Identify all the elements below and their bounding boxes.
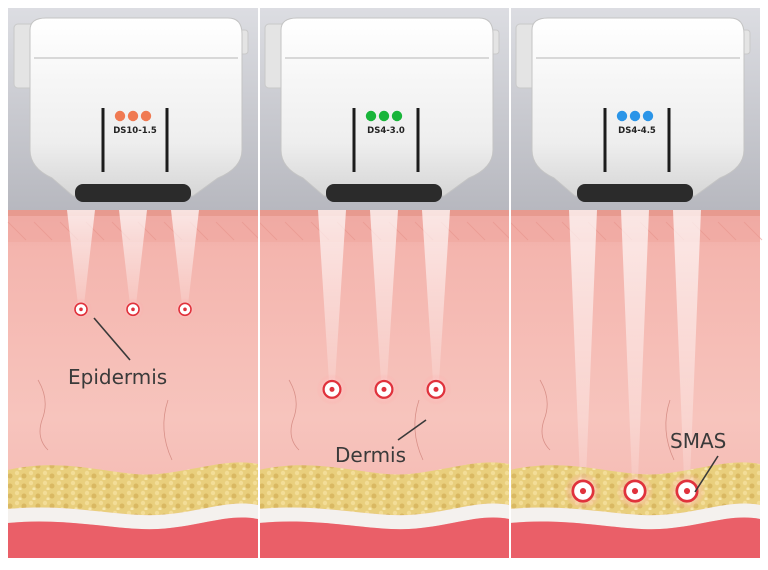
ultrasound-beam: [673, 210, 701, 492]
ultrasound-beam: [621, 210, 649, 492]
skin-texture: [665, 399, 675, 461]
skin-texture: [717, 221, 737, 241]
skin-texture: [539, 379, 551, 451]
cartridge-device: DS4-4.5: [515, 17, 751, 202]
cartridge-body: [29, 17, 243, 197]
fat-layer: [259, 462, 509, 516]
skin-texture: [37, 379, 49, 451]
skin-texture: [509, 221, 529, 241]
transducer-window: [577, 184, 693, 202]
indicator-dot: [114, 110, 126, 122]
panel-3: DS4-4.5: [509, 8, 763, 558]
callout-line: [397, 419, 427, 441]
ultrasound-beam: [569, 210, 597, 492]
skin-cross-section: [258, 210, 512, 558]
cartridge-label: DS10-1.5: [113, 126, 157, 136]
skin-texture: [241, 221, 261, 241]
smas-membrane: [8, 503, 258, 530]
cartridge-label: DS4-3.0: [367, 126, 405, 136]
indicator-dot: [365, 110, 377, 122]
indicator-dot: [378, 110, 390, 122]
layer-callout: Dermis: [335, 419, 427, 467]
panel-divider: [258, 8, 260, 558]
cartridge-body: [531, 17, 745, 197]
skin-texture: [288, 379, 300, 451]
skin-texture: [163, 399, 173, 461]
panel-1: DS10-1.5: [7, 8, 261, 558]
focal-point-center: [631, 487, 639, 495]
muscle-layer: [8, 517, 258, 558]
panel-divider: [509, 8, 511, 558]
transducer-window: [326, 184, 442, 202]
fat-layer: [8, 462, 258, 516]
skin-texture: [743, 221, 763, 241]
indicator-dot: [642, 110, 654, 122]
ultrasound-beam: [370, 210, 398, 390]
layer-label: Dermis: [335, 443, 406, 467]
skin-texture: [414, 399, 424, 461]
ultrasound-beam: [67, 210, 95, 310]
skin-texture: [33, 221, 53, 241]
layer-label: Epidermis: [68, 365, 167, 389]
smas-membrane: [510, 503, 760, 530]
focal-point-center: [433, 386, 439, 392]
skin-texture: [7, 221, 27, 241]
muscle-layer: [259, 517, 509, 558]
layer-label: SMAS: [670, 429, 726, 453]
ultrasound-beam: [318, 210, 346, 390]
skin-cross-section: [7, 210, 261, 558]
skin-cross-section: [509, 210, 763, 558]
indicator-dot: [140, 110, 152, 122]
skin-texture: [258, 221, 278, 241]
focal-point-center: [183, 307, 187, 312]
indicator-dot: [391, 110, 403, 122]
callout-line: [93, 317, 131, 361]
skin-texture: [535, 221, 555, 241]
ultrasound-beam: [422, 210, 450, 390]
cartridge-device: DS4-3.0: [264, 17, 500, 202]
focal-point-center: [683, 487, 691, 495]
focal-point-center: [329, 386, 335, 392]
smas-membrane: [259, 503, 509, 530]
muscle-layer: [510, 517, 760, 558]
layer-callout: Epidermis: [68, 317, 167, 389]
ultrasound-beam: [119, 210, 147, 310]
ultrasound-beam: [171, 210, 199, 310]
indicator-dot: [616, 110, 628, 122]
panel-2: DS4-3.0: [258, 8, 512, 558]
focal-point-center: [131, 307, 135, 312]
callout-line: [694, 455, 719, 493]
cartridge-label: DS4-4.5: [618, 126, 656, 136]
indicator-dot: [629, 110, 641, 122]
layer-callout: SMAS: [670, 429, 726, 493]
skin-texture: [215, 221, 235, 241]
skin-texture: [492, 221, 512, 241]
focal-point-center: [79, 307, 83, 312]
focal-point-center: [579, 487, 587, 495]
cartridge-device: DS10-1.5: [13, 17, 249, 202]
focal-point-center: [381, 386, 387, 392]
transducer-window: [75, 184, 191, 202]
cartridge-body: [280, 17, 494, 197]
skin-texture: [284, 221, 304, 241]
skin-texture: [466, 221, 486, 241]
indicator-dot: [127, 110, 139, 122]
